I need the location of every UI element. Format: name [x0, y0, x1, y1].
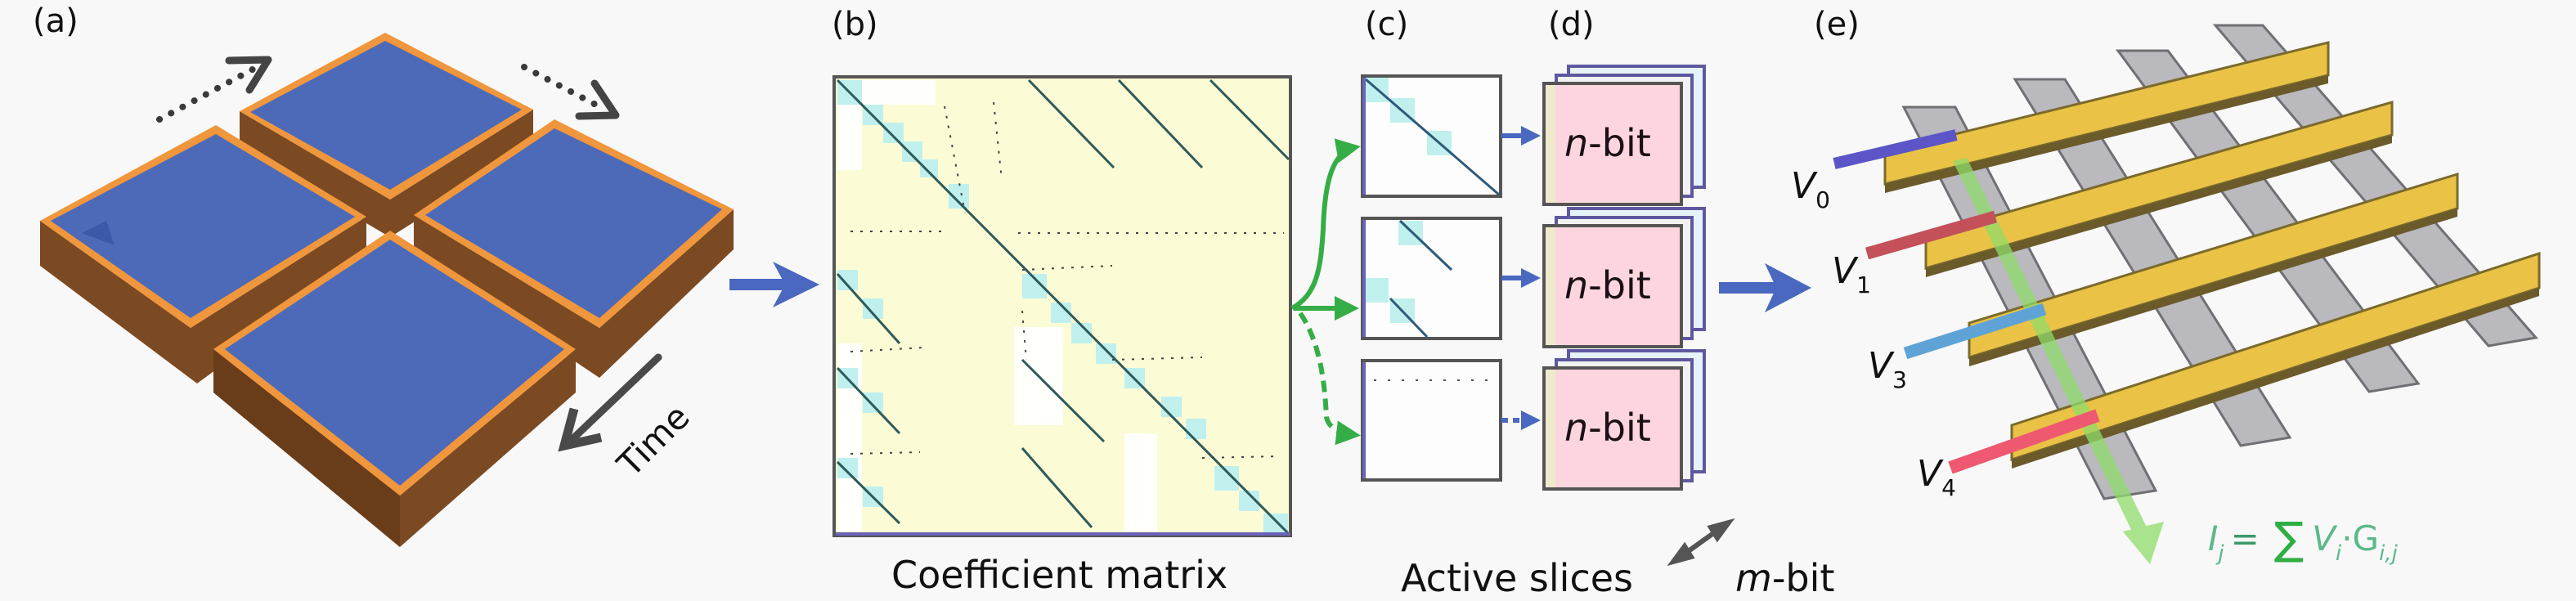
arrowhead-left — [225, 56, 272, 94]
panel-label-d: (d) — [1548, 6, 1595, 43]
slice-3 — [1361, 359, 1502, 482]
voltage-wires — [1833, 129, 2100, 474]
depth-double-arrow — [1667, 518, 1735, 567]
card-label-3: n-bit — [1564, 406, 1651, 450]
stack-3 — [1542, 349, 1706, 491]
caption-coefficient-matrix: Coefficient matrix — [891, 553, 1228, 597]
panel-a-tiles — [40, 33, 734, 547]
crossbar — [1833, 24, 2541, 564]
active-slices — [1361, 74, 1541, 482]
dotted-arrow-right — [521, 64, 607, 112]
arrow-d-to-e — [1719, 263, 1811, 312]
gray-columns — [1901, 24, 2538, 500]
stack-2 — [1542, 207, 1706, 348]
slice-1 — [1361, 74, 1502, 198]
voltage-label-v3: V3 — [1868, 345, 1907, 393]
slice-2 — [1361, 217, 1502, 340]
tile-top — [240, 33, 533, 237]
voltage-label-v0: V0 — [1791, 165, 1830, 213]
voltage-label-v1: V1 — [1832, 250, 1871, 298]
voltage-label-v4: V4 — [1917, 453, 1956, 501]
tile-left — [40, 125, 366, 383]
panel-label-e: (e) — [1814, 6, 1860, 43]
current-arrow — [1953, 158, 2164, 564]
card-label-2: n-bit — [1564, 263, 1651, 307]
arrow-a-to-b — [729, 262, 819, 307]
gold-rows — [1883, 41, 2541, 469]
arrowhead-right — [575, 79, 620, 120]
coefficient-matrix — [832, 75, 1292, 537]
caption-active-slices: Active slices — [1401, 556, 1633, 600]
card-label-1: n-bit — [1564, 121, 1651, 165]
sum-symbol: ∑ — [2273, 513, 2304, 564]
tile-bottom — [213, 231, 576, 547]
stack-1 — [1542, 65, 1706, 206]
branch-arrows — [1290, 138, 1361, 446]
time-arrowhead — [558, 407, 603, 452]
time-arrow — [568, 353, 662, 443]
dotted-arrow-left — [156, 62, 263, 123]
current-sum-formula: Ij=∑Vi·Gi,j — [2208, 513, 2398, 566]
tile-right — [414, 119, 734, 378]
depth-label-m-bit: m-bit — [1735, 556, 1835, 600]
panel-label-c: (c) — [1365, 6, 1409, 43]
card-stacks — [1542, 65, 1735, 567]
panel-label-a: (a) — [33, 2, 79, 40]
panel-label-b: (b) — [832, 6, 878, 43]
